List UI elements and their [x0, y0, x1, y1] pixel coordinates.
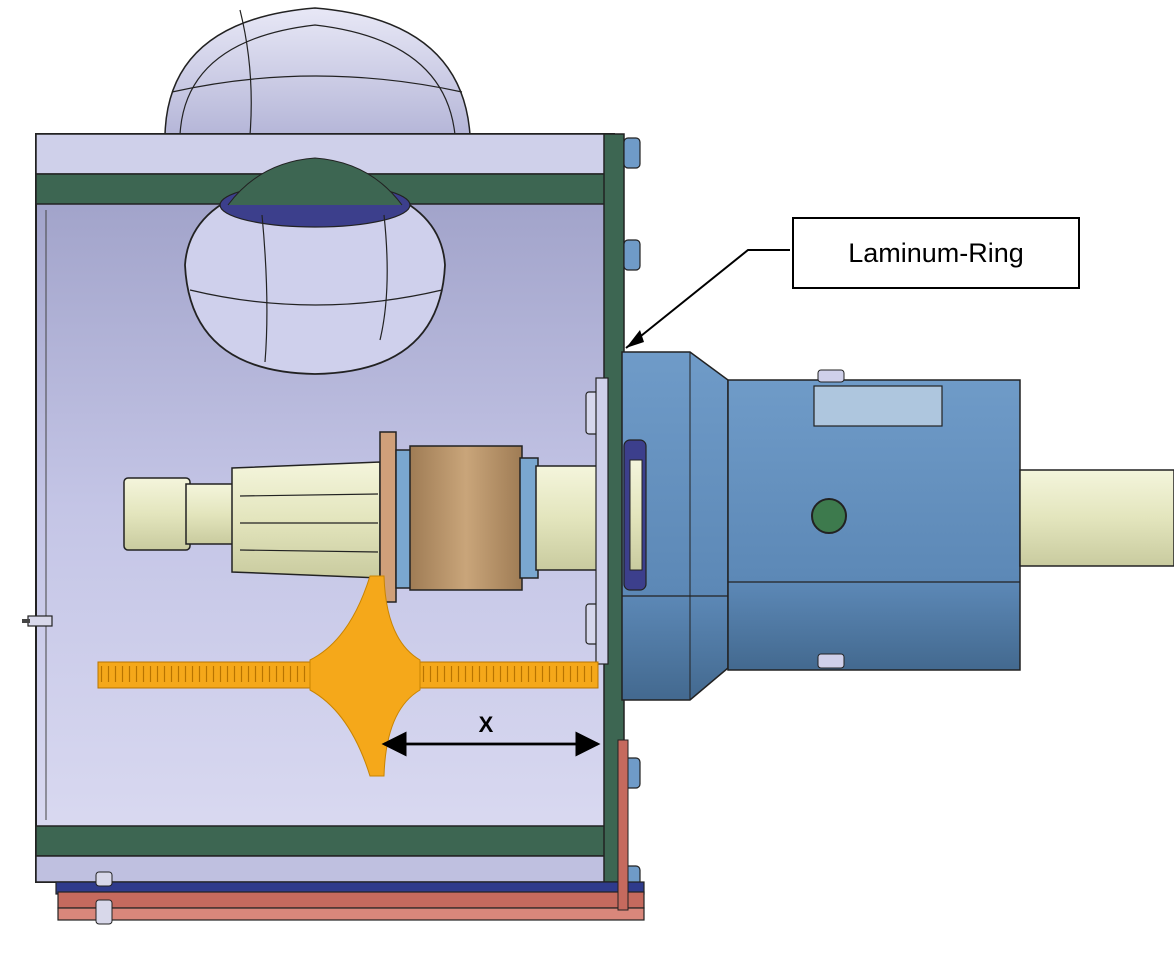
inspection-port-icon — [811, 498, 847, 534]
callout-leader — [625, 249, 790, 349]
motor-assembly — [621, 351, 1174, 701]
rotor-bearing — [409, 445, 523, 591]
output-shaft — [1019, 469, 1174, 567]
turbine-blade — [97, 575, 599, 777]
laminum-ring-callout: Laminum-Ring — [792, 217, 1080, 289]
inner-pipe-opening — [184, 157, 446, 375]
drive-shaft — [123, 461, 381, 579]
base-plate — [55, 739, 645, 925]
dimension-x-label: X — [478, 712, 494, 737]
bottom-flange-plate — [35, 825, 615, 857]
left-latch — [22, 615, 53, 627]
name-plate — [813, 385, 943, 427]
top-inlet-pipe — [164, 7, 471, 136]
